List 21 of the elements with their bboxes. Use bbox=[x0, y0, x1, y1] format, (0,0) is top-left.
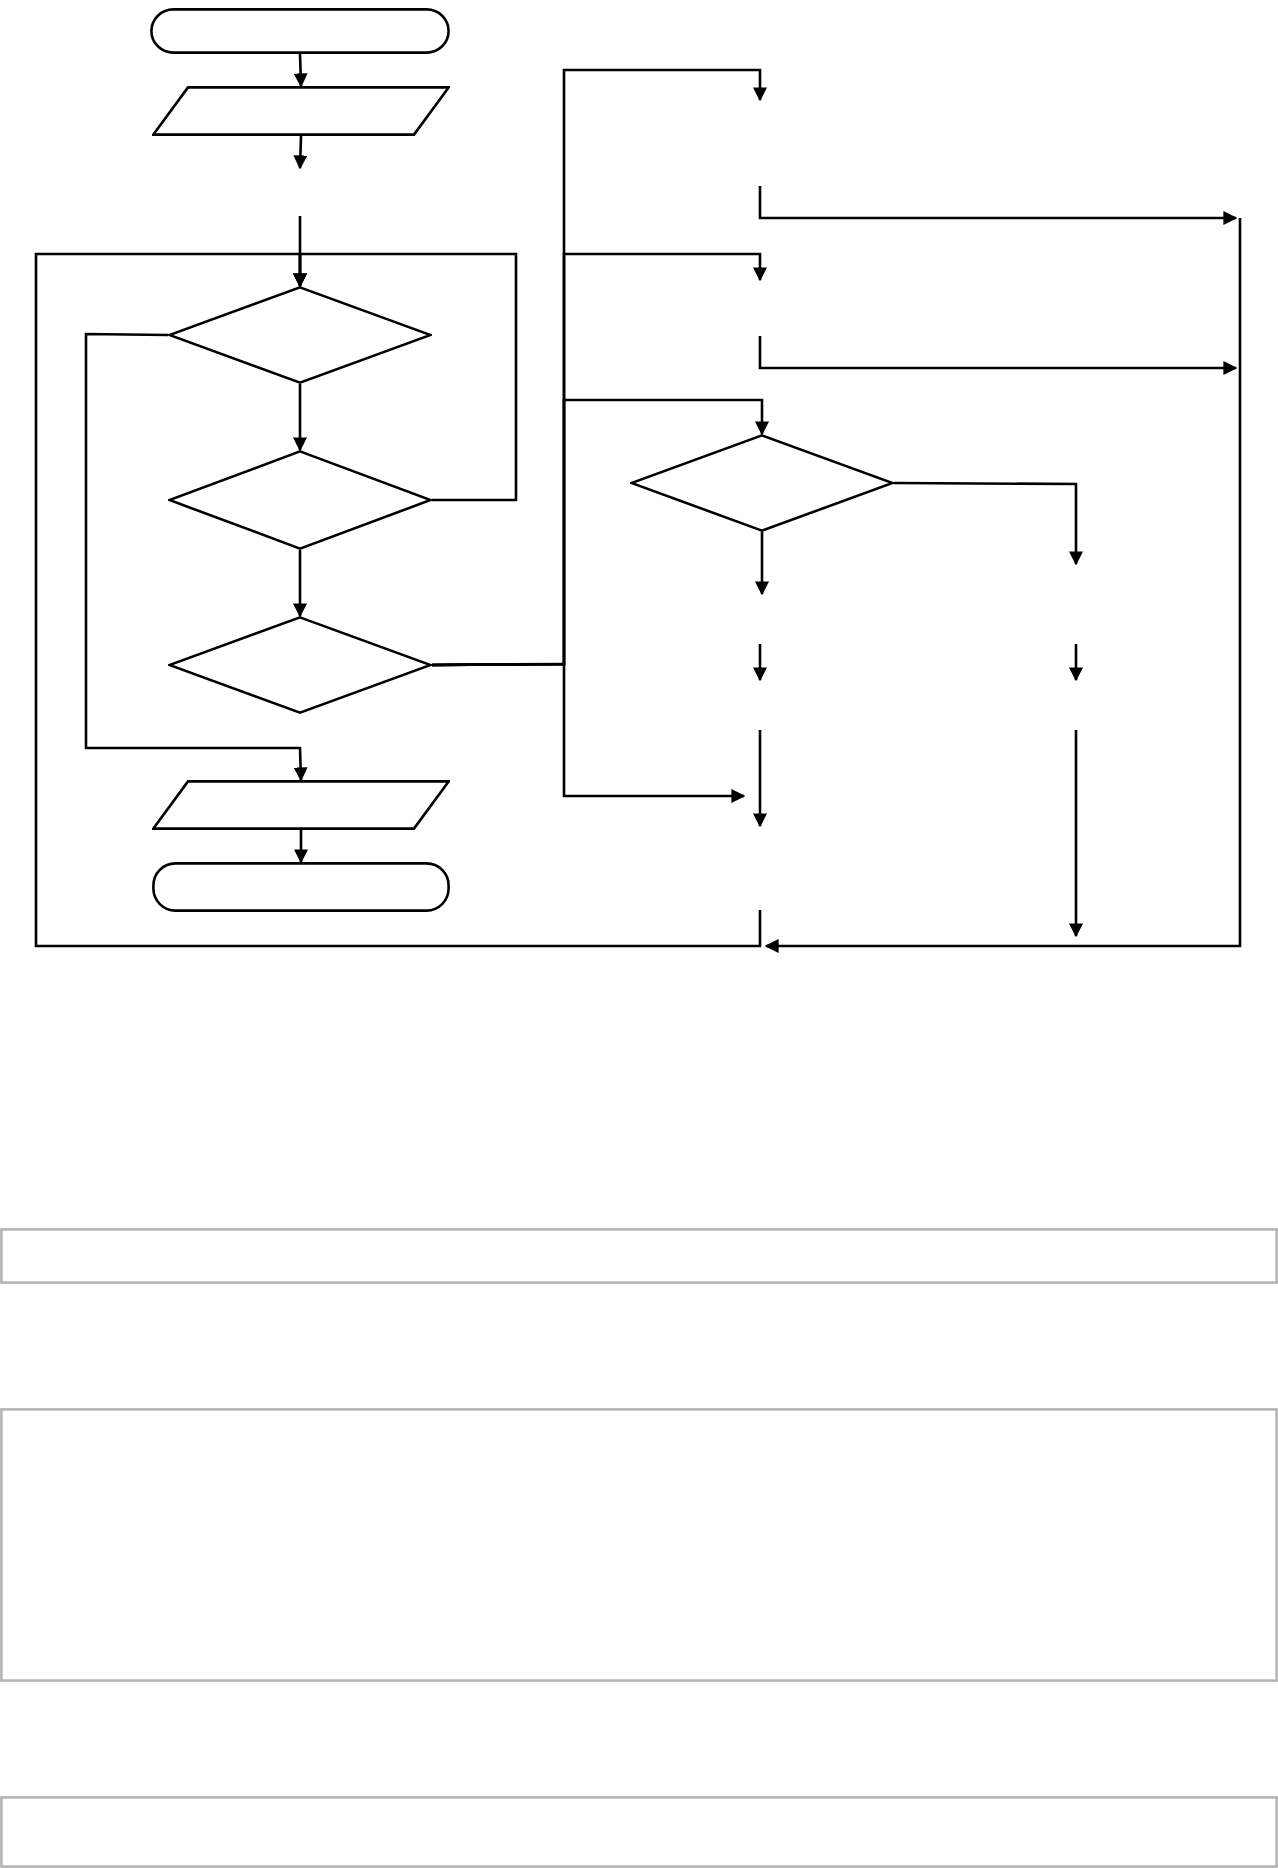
decision-diamond bbox=[168, 616, 432, 714]
decision-diamond bbox=[168, 286, 432, 384]
decision-diamond bbox=[630, 434, 894, 532]
arrow bbox=[432, 662, 746, 803]
terminal-box bbox=[152, 862, 450, 912]
arrow bbox=[293, 53, 308, 88]
arrow bbox=[293, 135, 308, 170]
io-parallelogram bbox=[152, 780, 450, 830]
arrow bbox=[293, 550, 307, 618]
arrow bbox=[755, 532, 769, 596]
io-parallelogram bbox=[152, 86, 450, 136]
terminal-box bbox=[150, 8, 450, 54]
arrow bbox=[293, 384, 307, 452]
arrow bbox=[294, 830, 308, 864]
arrow bbox=[894, 481, 1083, 566]
panel-box bbox=[0, 1228, 1278, 1284]
arrow bbox=[34, 252, 762, 948]
panel-box bbox=[0, 1408, 1278, 1682]
panel-box bbox=[0, 1796, 1278, 1868]
arrow bbox=[84, 332, 308, 782]
decision-diamond bbox=[168, 450, 432, 550]
